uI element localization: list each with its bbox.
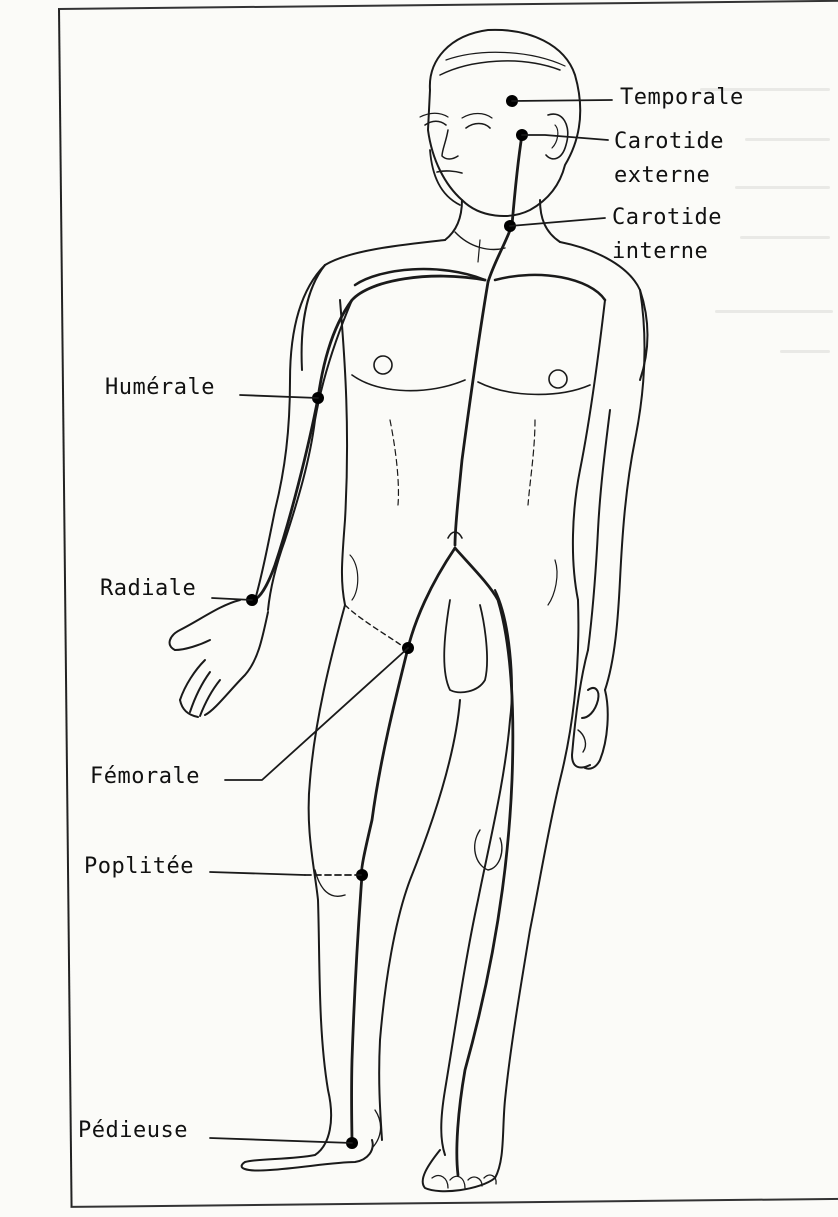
label-carotide-interne-line2: interne [612, 237, 708, 267]
label-humerale: Humérale [105, 373, 215, 403]
label-carotide-interne-line1: Carotide [612, 203, 722, 233]
legs [242, 590, 579, 1191]
torso [302, 265, 648, 648]
label-radiale: Radiale [100, 574, 196, 604]
label-pedieuse: Pédieuse [78, 1116, 188, 1146]
label-carotide-externe-line1: Carotide [614, 127, 724, 157]
label-temporale: Temporale [620, 83, 744, 113]
leader-lines [210, 100, 612, 1143]
head-outline [420, 30, 580, 216]
label-femorale: Fémorale [90, 762, 200, 792]
label-poplitee: Poplitée [84, 852, 194, 882]
label-carotide-externe-line2: externe [614, 161, 710, 191]
arterial-lines [252, 135, 522, 1175]
